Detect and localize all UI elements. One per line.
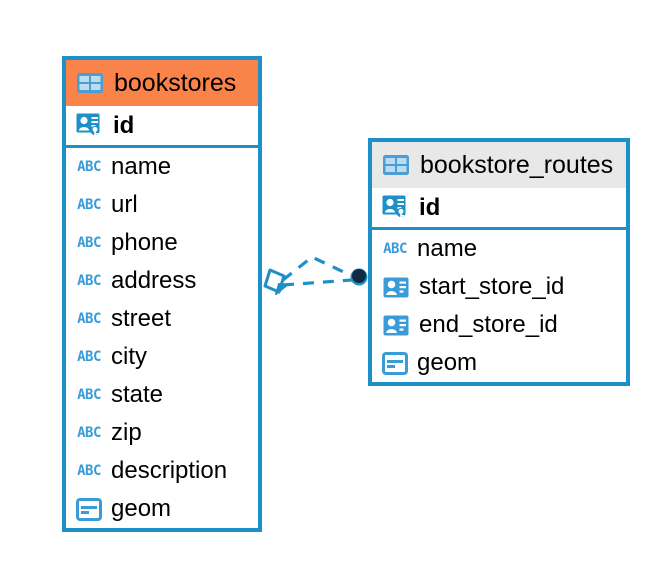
abc-text-icon: ABC [77,273,101,289]
primary-key-icon [76,113,104,138]
field-row-bookstores-state[interactable]: ABC state [66,376,258,414]
field-row-bookstores-name[interactable]: ABC name [66,148,258,186]
foreign-key-icon [382,275,410,299]
field-row-routes-id[interactable]: id [372,188,626,230]
table-grid-icon [76,72,104,94]
field-row-routes-name[interactable]: ABC name [372,230,626,268]
abc-text-icon: ABC [77,425,101,441]
entity-bookstore-routes[interactable]: bookstore_routes id ABC [368,138,630,386]
abc-text-icon: ABC [77,349,101,365]
field-label-routes-geom: geom [417,349,478,376]
primary-key-icon [382,195,410,220]
field-row-routes-end-store-id[interactable]: end_store_id [372,306,626,344]
filled-circle-icon [350,268,368,286]
field-row-bookstores-zip[interactable]: ABC zip [66,414,258,452]
abc-text-icon: ABC [77,197,101,213]
field-label-bookstores-url: url [111,191,138,218]
field-label-bookstores-state: state [111,381,164,408]
foreign-key-icon [382,313,410,337]
field-label-bookstores-city: city [111,343,147,370]
field-row-bookstores-url[interactable]: ABC url [66,186,258,224]
abc-text-icon: ABC [77,463,101,479]
entity-title-bookstores: bookstores [114,68,237,97]
field-label-bookstores-address: address [111,267,197,294]
field-row-bookstores-description[interactable]: ABC description [66,452,258,490]
abc-text-icon: ABC [77,387,101,403]
field-label-bookstores-phone: phone [111,229,178,256]
field-row-bookstores-city[interactable]: ABC city [66,338,258,376]
field-label-routes-end-store-id: end_store_id [419,311,558,338]
field-label-routes-start-store-id: start_store_id [419,273,565,300]
field-row-bookstores-id[interactable]: id [66,106,258,148]
field-row-routes-geom[interactable]: geom [372,344,626,382]
abc-text-icon: ABC [77,159,101,175]
geometry-icon [382,351,408,375]
abc-text-icon: ABC [77,311,101,327]
geometry-icon [76,497,102,521]
entity-header-bookstore-routes[interactable]: bookstore_routes [372,142,626,188]
field-row-bookstores-geom[interactable]: geom [66,490,258,528]
entity-title-bookstore-routes: bookstore_routes [420,150,614,179]
field-row-routes-start-store-id[interactable]: start_store_id [372,268,626,306]
relationship-edge-lower [282,278,353,287]
entity-header-bookstores[interactable]: bookstores [66,60,258,106]
field-label-routes-name: name [417,235,478,262]
field-label-routes-id: id [419,193,441,221]
field-label-bookstores-description: description [111,457,228,484]
relationship-edge-upper [282,255,353,282]
field-row-bookstores-address[interactable]: ABC address [66,262,258,300]
abc-text-icon: ABC [77,235,101,251]
field-row-bookstores-street[interactable]: ABC street [66,300,258,338]
field-label-bookstores-geom: geom [111,495,172,522]
field-label-bookstores-zip: zip [111,419,142,446]
table-grid-icon [382,154,410,176]
field-label-bookstores-street: street [111,305,172,332]
abc-text-icon: ABC [383,241,407,257]
field-row-bookstores-phone[interactable]: ABC phone [66,224,258,262]
field-label-bookstores-id: id [113,111,135,139]
field-label-bookstores-name: name [111,153,172,180]
diamond-crowsfoot-icon [263,268,288,295]
entity-bookstores[interactable]: bookstores id ABC [62,56,262,532]
